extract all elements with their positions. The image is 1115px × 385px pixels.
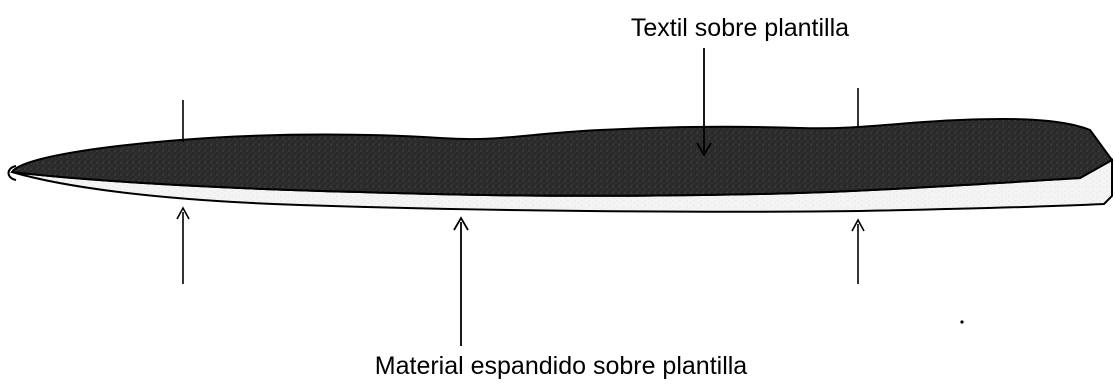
textile-pointer-arrow <box>696 48 712 157</box>
thickness-arrow-left-bottom <box>176 206 190 284</box>
foam-pointer-arrow <box>453 216 469 346</box>
foam-label: Material espandido sobre plantilla <box>375 352 748 380</box>
thickness-arrow-right-bottom <box>851 218 865 284</box>
textile-layer <box>10 118 1114 197</box>
toe-tip <box>7 165 17 181</box>
stray-dot <box>960 320 964 324</box>
textile-label: Textil sobre plantilla <box>631 14 849 42</box>
